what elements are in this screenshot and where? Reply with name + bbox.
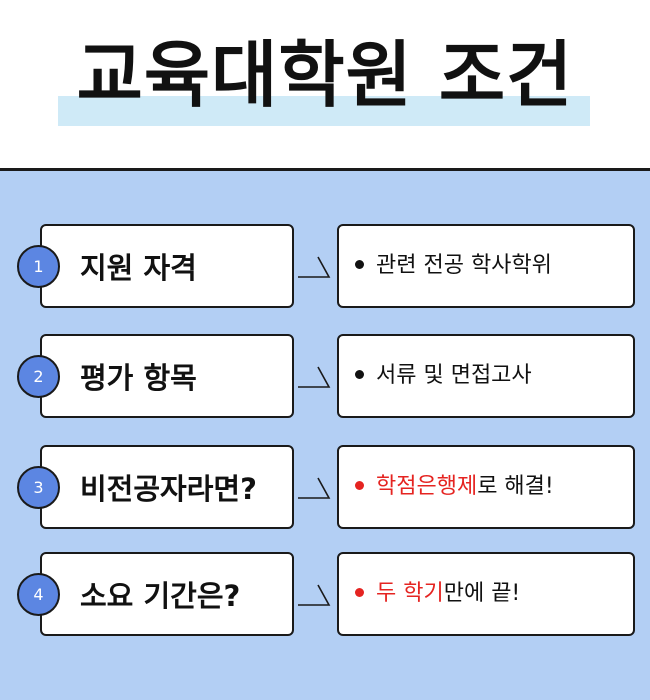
number-badge: 3 bbox=[17, 466, 60, 509]
bullet-icon bbox=[355, 587, 364, 597]
arrow-icon bbox=[298, 477, 331, 499]
condition-value-box: 관련 전공 학사학위 bbox=[337, 224, 635, 308]
arrow-icon bbox=[298, 584, 331, 606]
condition-row-1: 지원 자격 1 관련 전공 학사학위 bbox=[0, 224, 650, 308]
condition-label-box: 소요 기간은? bbox=[40, 552, 294, 636]
header: 교육대학원 조건 bbox=[0, 0, 650, 168]
condition-value: 관련 전공 학사학위 bbox=[355, 226, 552, 306]
value-text-red: 학점은행제 bbox=[376, 474, 478, 499]
header-divider bbox=[0, 168, 650, 171]
number-badge: 4 bbox=[17, 573, 60, 616]
condition-label: 평가 항목 bbox=[80, 361, 197, 395]
condition-label-box: 평가 항목 bbox=[40, 334, 294, 418]
number-badge: 1 bbox=[17, 245, 60, 288]
value-text-black: 관련 전공 학사학위 bbox=[376, 253, 552, 278]
conditions-panel: 지원 자격 1 관련 전공 학사학위 평가 항목 2 서류 및 면접고사 비전공… bbox=[0, 171, 650, 700]
bullet-icon bbox=[355, 369, 364, 379]
arrow-icon bbox=[298, 256, 331, 278]
condition-value: 학점은행제로 해결! bbox=[355, 447, 554, 527]
page-title: 교육대학원 조건 bbox=[76, 33, 574, 117]
bullet-icon bbox=[355, 259, 364, 269]
condition-label-box: 지원 자격 bbox=[40, 224, 294, 308]
value-text-black: 로 해결! bbox=[477, 474, 554, 499]
value-text-black: 만에 끝! bbox=[443, 581, 521, 606]
condition-value-box: 서류 및 면접고사 bbox=[337, 334, 635, 418]
condition-label-box: 비전공자라면? bbox=[40, 445, 294, 529]
condition-value: 서류 및 면접고사 bbox=[355, 336, 532, 416]
condition-value: 두 학기만에 끝! bbox=[355, 554, 520, 634]
condition-label: 소요 기간은? bbox=[80, 579, 241, 613]
condition-row-4: 소요 기간은? 4 두 학기만에 끝! bbox=[0, 552, 650, 636]
bullet-icon bbox=[355, 480, 364, 490]
condition-value-box: 학점은행제로 해결! bbox=[337, 445, 635, 529]
condition-label: 지원 자격 bbox=[80, 251, 197, 285]
title-underline-highlight bbox=[58, 96, 590, 126]
arrow-icon bbox=[298, 366, 331, 388]
condition-row-3: 비전공자라면? 3 학점은행제로 해결! bbox=[0, 445, 650, 529]
value-text-red: 두 학기 bbox=[376, 581, 444, 606]
condition-row-2: 평가 항목 2 서류 및 면접고사 bbox=[0, 334, 650, 418]
value-text-black: 서류 및 면접고사 bbox=[376, 363, 532, 388]
condition-value-box: 두 학기만에 끝! bbox=[337, 552, 635, 636]
condition-label: 비전공자라면? bbox=[80, 472, 257, 506]
number-badge: 2 bbox=[17, 355, 60, 398]
